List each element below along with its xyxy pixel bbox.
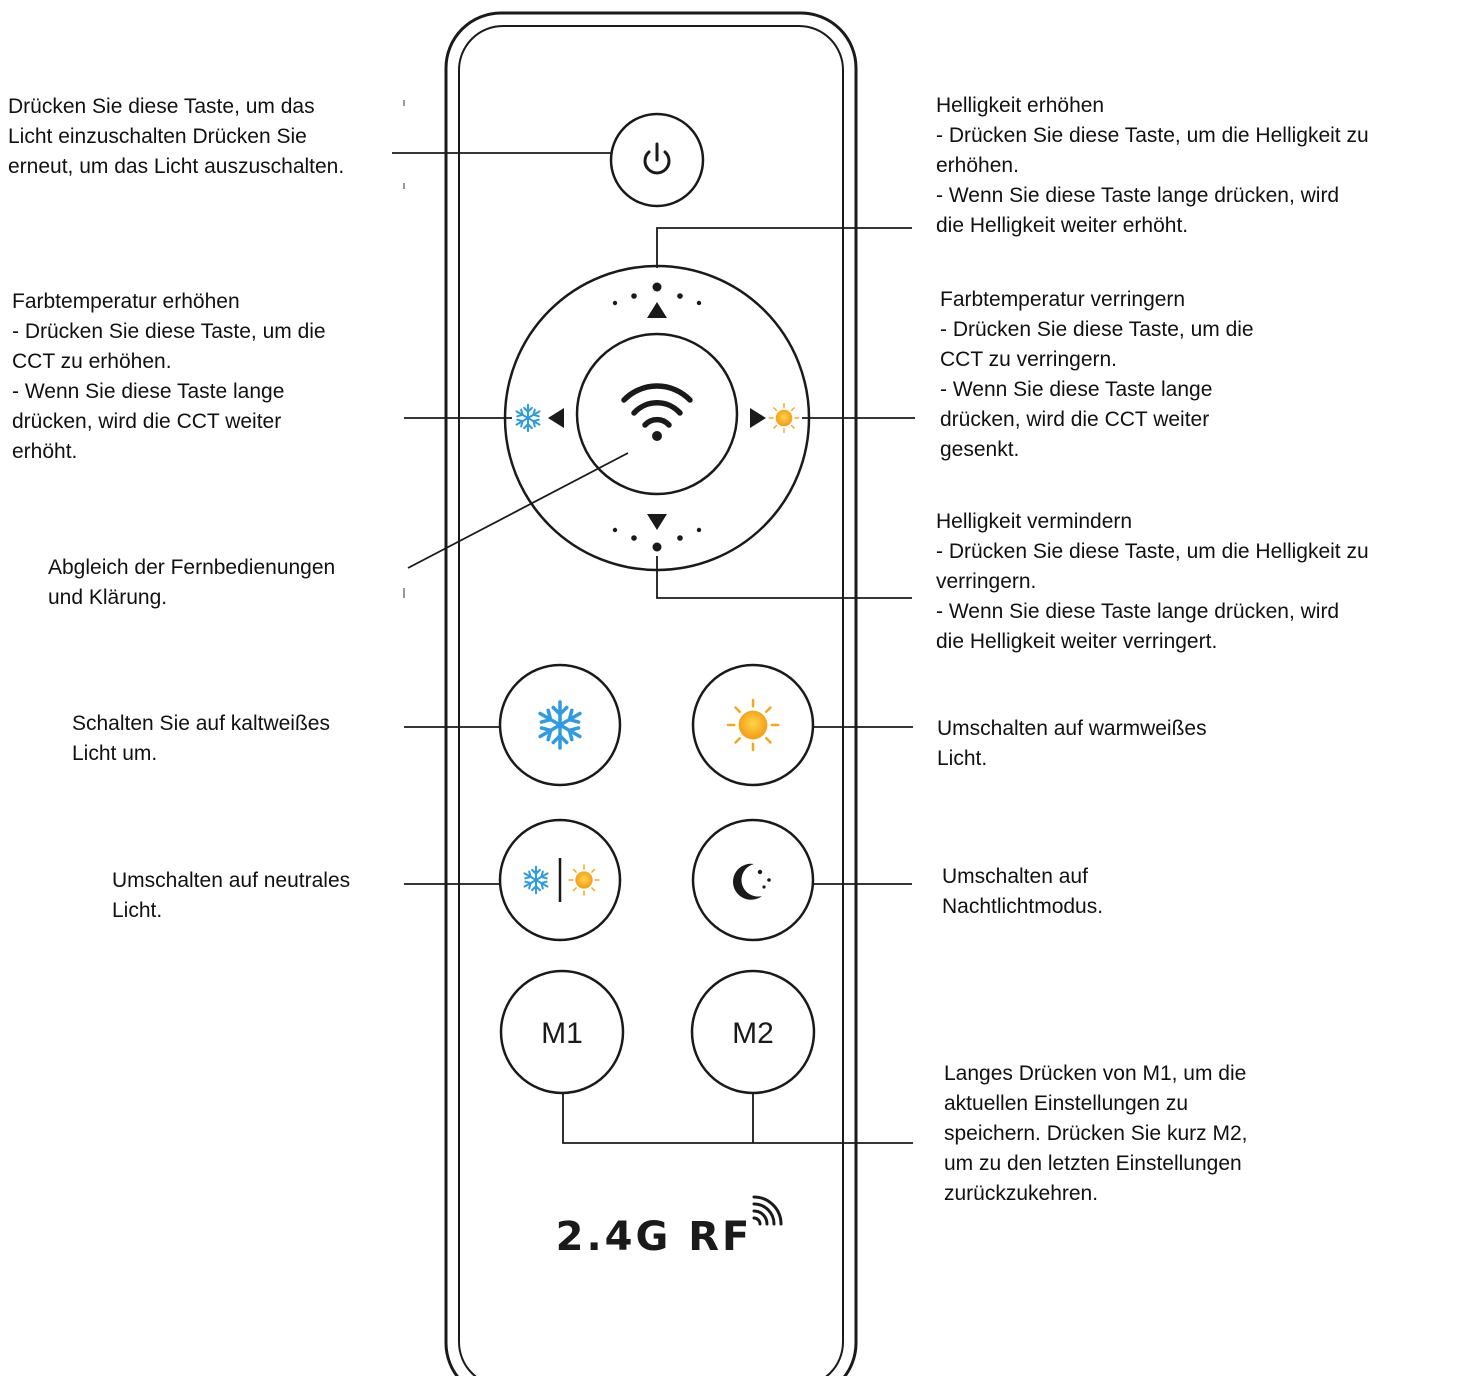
brightness-up-leader-line [656,227,912,268]
wifi-dot [652,431,662,441]
brightness-down-leader-line [656,556,912,599]
annotation-power: Drücken Sie diese Taste, um das Licht ei… [8,95,345,178]
annotation-cct-down: Farbtemperatur verringern - Drücken Sie … [940,288,1254,461]
annotation-brightness-down: Helligkeit vermindern - Drücken Sie dies… [936,510,1369,653]
direction-pad [503,264,811,572]
cold-white-button[interactable] [498,663,622,787]
warm-white-button[interactable] [691,663,815,787]
remote-body-inner [458,25,844,1376]
brightness-down-button[interactable] [612,514,702,552]
pairing-button[interactable] [575,332,739,496]
triangle-left-icon [548,408,564,428]
pairing-leader-line [407,452,629,569]
sun-icon [726,698,780,752]
night-mode-button[interactable] [691,818,815,942]
power-icon [643,142,671,175]
m1-label: M1 [541,1017,583,1050]
brightness-up-dots [612,282,702,306]
moon-stars-icon [733,863,771,900]
annotation-night: Umschalten auf Nachtlichtmodus. [942,865,1104,918]
annotation-neutral: Umschalten auf neutrales Licht. [112,869,351,922]
m2-button[interactable]: M2 [690,969,816,1095]
annotation-memory: Langes Drücken von M1, um die aktuellen … [944,1062,1248,1205]
annotation-warm-white: Umschalten auf warmweißes Licht. [937,717,1207,770]
memory-leader-line [562,1093,913,1144]
remote-body-outer [444,11,858,1376]
m1-button[interactable]: M1 [499,969,625,1095]
annotation-brightness-up: Helligkeit erhöhen - Drücken Sie diese T… [936,94,1369,237]
neutral-light-button[interactable] [498,818,622,942]
annotation-cct-up: Farbtemperatur erhöhen - Drücken Sie die… [12,290,326,463]
sun-icon [568,864,600,896]
triangle-down-icon [647,514,667,530]
cct-up-button[interactable] [513,403,564,433]
annotation-pairing: Abgleich der Fernbedienungen und Klärung… [48,556,336,609]
triangle-right-icon [750,408,766,428]
triangle-up-icon [647,302,667,318]
wifi-icon [621,383,693,428]
cct-down-button[interactable] [750,402,800,434]
brightness-down-dots [612,527,702,552]
leader-lines [392,152,915,1144]
annotation-cold-white: Schalten Sie auf kaltweißes Licht um. [72,712,330,765]
signal-waves-icon [752,1195,783,1226]
m2-label: M2 [732,1017,774,1050]
brand-label: 2.4G RF [556,1214,753,1260]
power-button[interactable] [609,112,705,208]
brightness-up-button[interactable] [612,282,702,319]
